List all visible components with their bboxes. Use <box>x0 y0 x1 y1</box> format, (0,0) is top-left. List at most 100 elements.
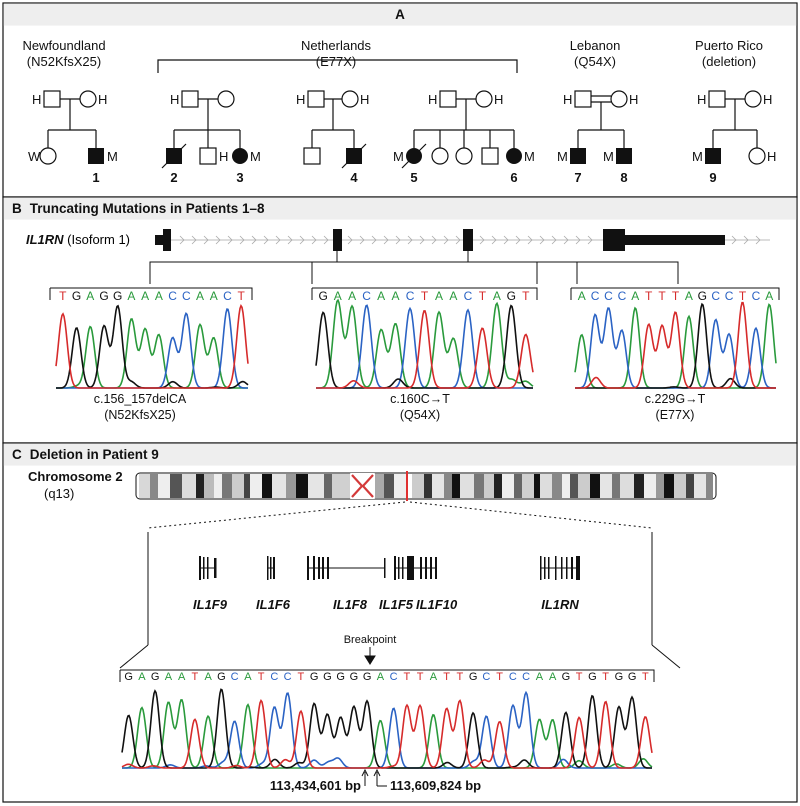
centromere <box>351 474 374 498</box>
bracket-mid <box>311 287 538 300</box>
chevron <box>743 235 749 245</box>
chromosome-ideogram <box>135 471 717 501</box>
patient-number-4: 4 <box>350 170 358 185</box>
chromosome-band <box>494 474 502 498</box>
base-call: G <box>507 289 516 303</box>
genotype-label: M <box>557 149 568 164</box>
base-call: A <box>377 671 385 683</box>
family-lebanon-name: Lebanon <box>570 38 621 53</box>
base-call: C <box>284 671 292 683</box>
genotype-label: M <box>250 149 261 164</box>
chevron <box>407 235 413 245</box>
patient-6-circle <box>506 148 522 164</box>
chromosome-band <box>674 474 686 498</box>
chromosome-band <box>158 474 170 498</box>
base-call: A <box>138 671 146 683</box>
base-call: T <box>739 289 747 303</box>
mutation-caption-2: c.160C→T <box>390 392 450 406</box>
base-call: C <box>223 289 232 303</box>
gene-name-il1rn: IL1RN <box>541 597 579 612</box>
base-call: A <box>204 671 212 683</box>
base-call: G <box>469 671 478 683</box>
family-puertorico-mutation: (deletion) <box>702 54 756 69</box>
genotype-label: H <box>98 92 107 107</box>
base-call: T <box>192 671 199 683</box>
patient-number-9: 9 <box>709 170 716 185</box>
chevron <box>359 235 365 245</box>
gene-structure-il1f6 <box>267 556 275 580</box>
chevron <box>383 235 389 245</box>
chevron <box>227 235 233 245</box>
chromosome-band <box>634 474 644 498</box>
base-call: A <box>377 289 385 303</box>
gene-name-il1f10: IL1F10 <box>416 597 458 612</box>
family-lebanon-mutation: (Q54X) <box>574 54 616 69</box>
base-call: C <box>168 289 177 303</box>
chevron <box>191 235 197 245</box>
base-call: G <box>698 289 707 303</box>
chromosome-band <box>620 474 634 498</box>
chromosome-band <box>412 474 424 498</box>
genotype-label: H <box>32 92 41 107</box>
coord-left-label: 113,434,601 bp <box>270 778 361 793</box>
family-puertorico-name: Puerto Rico <box>695 38 763 53</box>
chromosome-band <box>534 474 540 498</box>
chevron <box>479 235 485 245</box>
base-call: G <box>319 289 328 303</box>
chromosome-band <box>484 474 494 498</box>
patient-8-square <box>616 148 632 164</box>
chromosome-band <box>460 474 474 498</box>
chevron <box>395 235 401 245</box>
base-call: C <box>231 671 239 683</box>
trace-c <box>122 690 652 769</box>
chromosome-band <box>570 474 578 498</box>
exon-4-utr <box>625 235 725 245</box>
pedigree-lebanon: H H M 7 M 8 <box>557 90 638 185</box>
deceased-slash <box>341 143 367 169</box>
patient-number-3: 3 <box>236 170 243 185</box>
genotype-label: H <box>219 149 228 164</box>
chevron <box>299 235 305 245</box>
chromosome-band <box>222 474 232 498</box>
base-call: C <box>270 671 278 683</box>
chevron <box>503 235 509 245</box>
chevron <box>347 235 353 245</box>
base-call: A <box>334 289 342 303</box>
coord-arrow-right <box>373 768 387 787</box>
chevron <box>551 235 557 245</box>
chevron <box>575 235 581 245</box>
genotype-label: M <box>603 149 614 164</box>
mutation-protein-1: (N52KfsX25) <box>104 408 176 422</box>
base-call: C <box>406 289 415 303</box>
chevron <box>731 235 737 245</box>
genotype-label: H <box>170 92 179 107</box>
base-call: T <box>496 671 503 683</box>
pedigree-netherlands-1: H 2 H M 3 <box>161 90 261 185</box>
genotype-label: H <box>428 92 437 107</box>
pedigree-puertorico: H H M 9 H <box>692 90 776 185</box>
base-call: A <box>435 289 443 303</box>
pedigree-netherlands-3: H H M 5 M 6 <box>393 90 535 185</box>
mother-circle <box>79 90 97 108</box>
panel-a-frame <box>2 2 798 198</box>
chromosome-band <box>170 474 182 498</box>
base-call: G <box>151 671 160 683</box>
family-netherlands-name: Netherlands <box>301 38 372 53</box>
base-call: T <box>479 289 487 303</box>
base-call: A <box>141 289 149 303</box>
trace-t <box>316 310 534 389</box>
base-call: G <box>363 671 372 683</box>
chevron <box>251 235 257 245</box>
base-call: T <box>672 289 680 303</box>
base-call: T <box>404 671 411 683</box>
chromosome-band <box>296 474 308 498</box>
base-call: C <box>604 289 613 303</box>
chevron <box>491 235 497 245</box>
genotype-label: H <box>563 92 572 107</box>
zoom-connector-2 <box>311 251 338 284</box>
chevron <box>287 235 293 245</box>
chevron <box>179 235 185 245</box>
